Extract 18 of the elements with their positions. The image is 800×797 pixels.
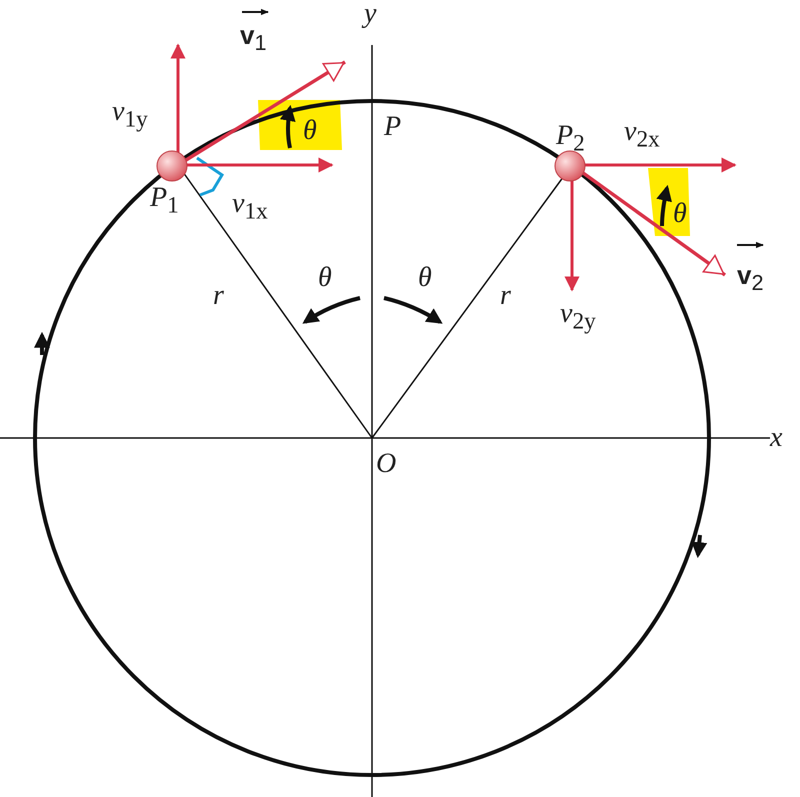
radius-label: r: [213, 282, 224, 310]
axis-label: y: [364, 0, 376, 28]
angle-label: θ: [673, 200, 687, 228]
component-label: v$_{2y}$: [560, 300, 596, 334]
point-label: P$_{2}$: [556, 122, 585, 156]
component-label: v$_{1y}$: [112, 98, 148, 132]
component-label: v$_{2x}$: [624, 118, 660, 152]
point-label: P$_{1}$: [150, 184, 179, 218]
angle-label: θ: [418, 264, 432, 292]
angle-label: θ: [318, 264, 332, 292]
origin-label: O: [376, 450, 396, 478]
component-label: v$_{1x}$: [232, 190, 268, 224]
point-label: P: [384, 113, 402, 141]
axis-label: x: [770, 424, 782, 452]
vector-label: v$_{2}$: [737, 262, 764, 294]
radius-label: r: [500, 282, 511, 310]
vector-label: v$_{1}$: [240, 22, 267, 54]
angle-label: θ: [303, 117, 317, 145]
